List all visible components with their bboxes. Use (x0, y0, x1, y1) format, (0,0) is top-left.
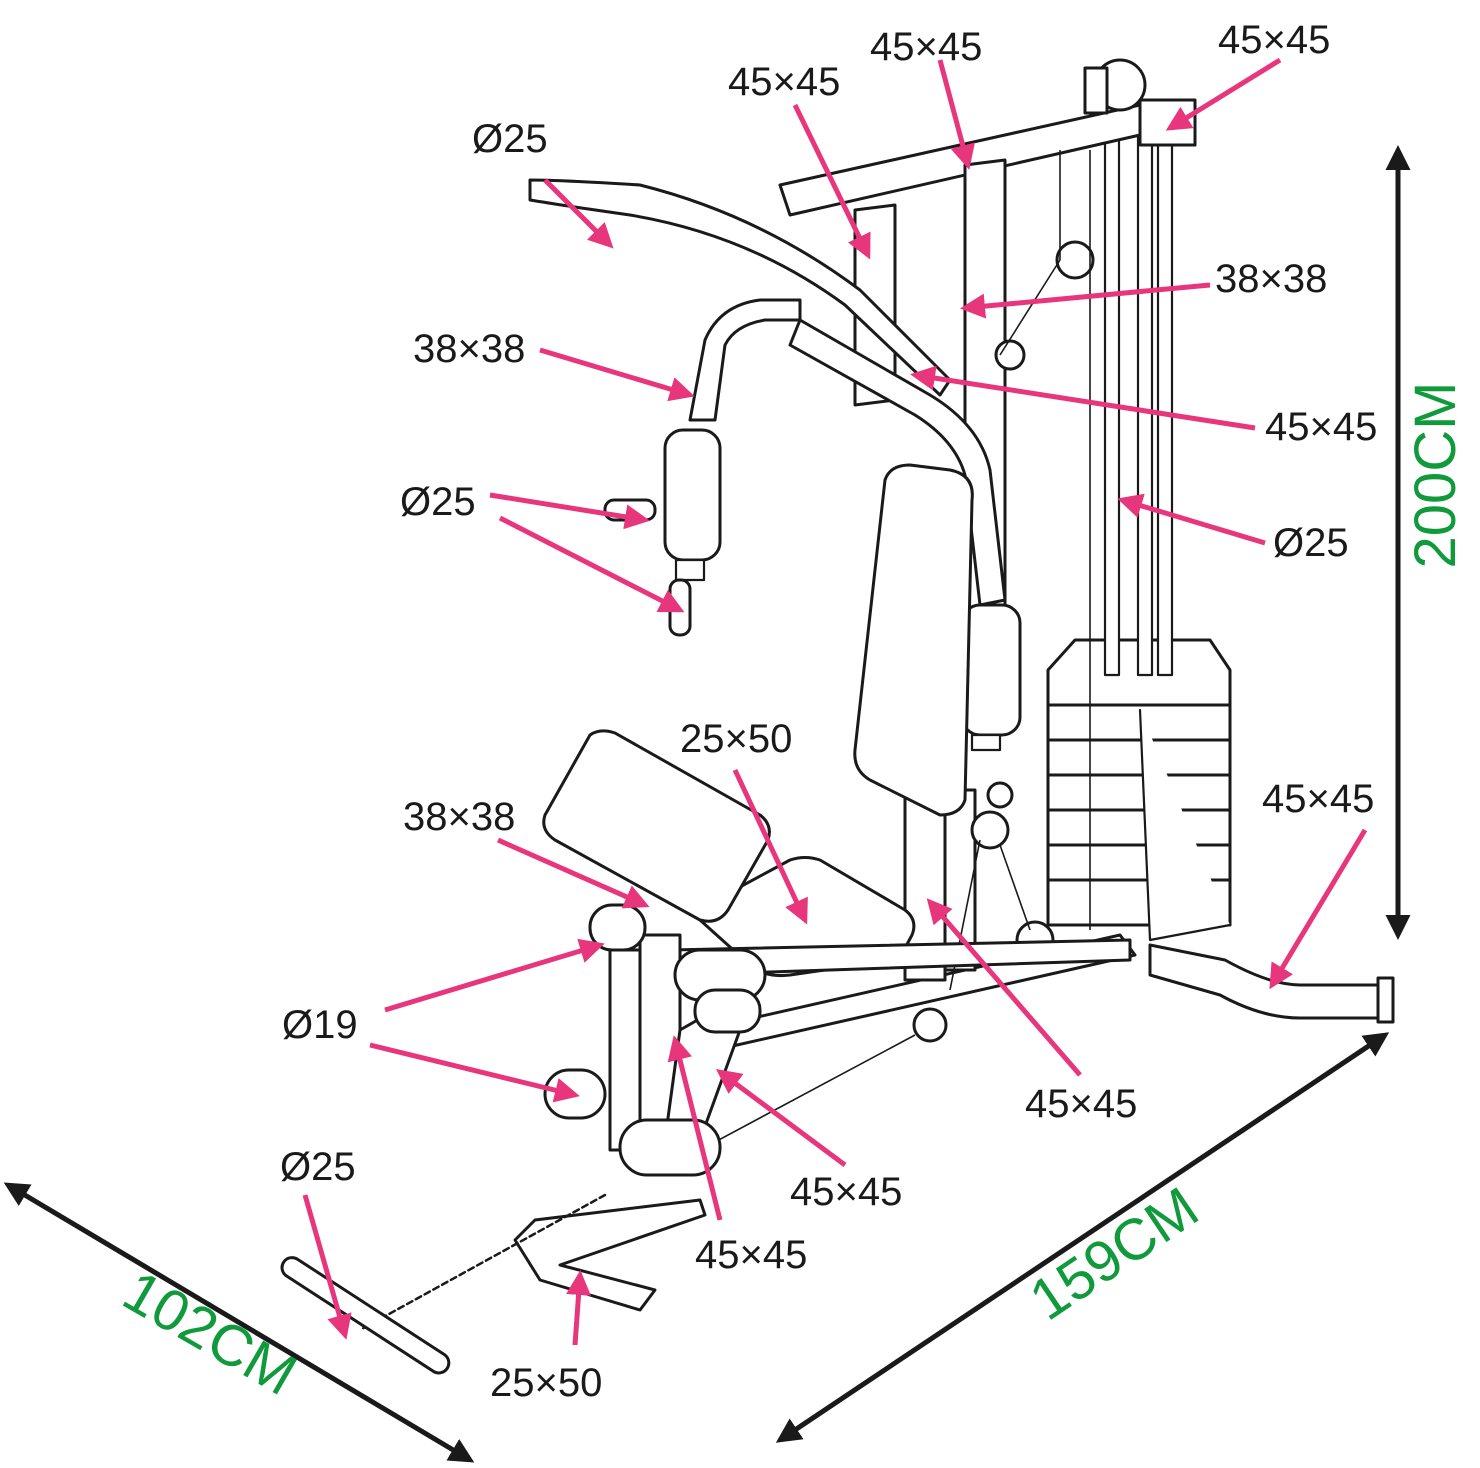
dimension-length-label: 159CM (1018, 1175, 1209, 1333)
callout-labels: 45×45 45×45 45×45 Ø25 38×38 38×38 45×45 … (280, 18, 1377, 1405)
callout-arrow (539, 347, 695, 402)
callout-arrow (926, 898, 1082, 1077)
callout-label: 45×45 (1265, 405, 1377, 449)
dimension-lines (3, 145, 1411, 1463)
callout-arrow (489, 492, 650, 530)
callout-label: 45×45 (728, 60, 840, 104)
callout-label: 38×38 (403, 795, 515, 839)
dimension-height-label: 200CM (1403, 382, 1468, 569)
callout-label: 45×45 (1218, 18, 1330, 62)
callout-label: 25×50 (490, 1361, 602, 1405)
callout-arrow (667, 1035, 723, 1221)
callout-arrow (1165, 57, 1282, 131)
callout-label: 45×45 (1262, 777, 1374, 821)
roller-bottom-right (618, 1118, 722, 1177)
callout-label: 38×38 (413, 327, 525, 371)
callout-arrow (937, 59, 975, 170)
callout-arrow (496, 837, 650, 909)
callout-label: 45×45 (1025, 1082, 1137, 1126)
top-beam-cap (1138, 98, 1197, 147)
right-grip (960, 603, 1022, 737)
callout-arrow (792, 103, 871, 260)
callout-label: 45×45 (790, 1170, 902, 1214)
callout-arrow (1269, 828, 1368, 990)
ankle-handle (280, 1256, 451, 1375)
length-arrow (775, 1032, 1390, 1443)
callout-label: 38×38 (1215, 257, 1327, 301)
right-press-arm (788, 318, 1007, 607)
back-pad (853, 463, 974, 817)
lat-pulldown-bar (528, 178, 952, 397)
dimension-width-label: 102CM (113, 1258, 307, 1408)
weight-stack (1046, 638, 1232, 942)
callout-arrow (910, 365, 1256, 431)
foot-end-cap (1376, 976, 1395, 1024)
roller-mid (693, 988, 762, 1034)
callout-arrow (543, 178, 614, 249)
callout-arrow (566, 1270, 592, 1346)
callout-label: 45×45 (870, 25, 982, 69)
callout-label: Ø25 (472, 117, 548, 161)
callout-arrow (384, 938, 605, 1013)
guide-rods (1103, 133, 1174, 677)
callout-arrow (732, 768, 808, 925)
callout-arrow (498, 515, 685, 613)
machine-drawing (280, 58, 1395, 1375)
callout-label: Ø19 (282, 1003, 358, 1047)
callout-label: 25×50 (680, 717, 792, 761)
width-arrow (3, 1182, 475, 1463)
preacher-pad (542, 729, 771, 923)
callout-label: Ø25 (1273, 521, 1349, 565)
callout-label: 45×45 (695, 1233, 807, 1277)
top-pulley-bracket (1083, 66, 1109, 115)
callout-arrow (369, 1042, 580, 1103)
callout-arrow (1117, 493, 1266, 546)
callout-arrow (960, 282, 1211, 319)
callout-label: Ø25 (280, 1145, 356, 1189)
left-press-arm (688, 298, 802, 422)
leg-frame-vertical (608, 948, 642, 1152)
callout-arrows (302, 57, 1368, 1346)
left-grip (663, 428, 722, 562)
roller-top-left (588, 903, 647, 952)
callout-label: Ø25 (400, 480, 476, 524)
callout-arrow (302, 1194, 352, 1340)
callout-arrow (715, 1069, 847, 1168)
front-foot-plate (513, 1198, 707, 1312)
right-base-foot (1148, 943, 1392, 1020)
